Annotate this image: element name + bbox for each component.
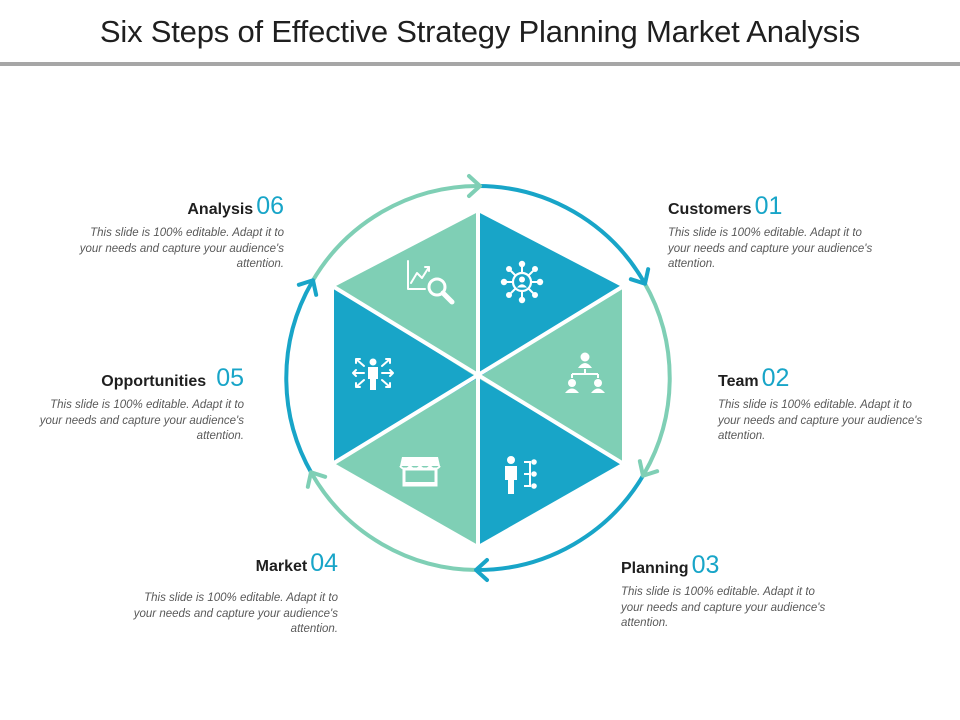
arrow-icon xyxy=(474,558,489,582)
arc-customers xyxy=(477,184,646,284)
network-user-icon xyxy=(500,260,544,304)
step-number: 02 xyxy=(761,364,790,392)
step-description: This slide is 100% editable. Adapt it to… xyxy=(39,399,244,442)
arrow-icon xyxy=(296,278,319,297)
step-number: 06 xyxy=(256,192,284,220)
step-description: This slide is 100% editable. Adapt it to… xyxy=(133,592,338,635)
arrow-icon xyxy=(628,267,651,286)
segment-team xyxy=(478,287,622,463)
arrow-icon xyxy=(467,174,482,198)
step-name: Planning xyxy=(621,560,689,577)
step-description: This slide is 100% editable. Adapt it to… xyxy=(79,227,284,270)
arc-team xyxy=(642,281,672,475)
step-name: Team xyxy=(718,373,759,390)
page-title: Six Steps of Effective Strategy Planning… xyxy=(99,14,861,49)
step-opportunities: Opportunities 05 This slide is 100% edita… xyxy=(29,364,244,445)
chart-search-icon xyxy=(407,260,455,305)
step-name: Market xyxy=(255,558,308,575)
arc-market xyxy=(310,472,479,572)
person-arrows-icon xyxy=(352,358,394,390)
step-number: 05 xyxy=(216,364,244,392)
step-description: This slide is 100% editable. Adapt it to… xyxy=(668,227,873,270)
step-description: This slide is 100% editable. Adapt it to… xyxy=(621,586,826,629)
arc-analysis xyxy=(310,184,479,284)
storefront-icon xyxy=(399,457,441,487)
arc-planning xyxy=(477,472,646,572)
segment-customers xyxy=(478,212,622,378)
segment-planning xyxy=(478,378,622,545)
step-name: Opportunities xyxy=(101,373,207,390)
title-divider xyxy=(0,62,960,66)
org-chart-icon xyxy=(565,352,605,393)
step-number: 04 xyxy=(310,549,338,577)
step-number: 01 xyxy=(754,192,783,220)
person-flow-icon xyxy=(505,456,537,494)
arrow-icon xyxy=(305,470,328,489)
step-name: Analysis xyxy=(187,201,254,218)
arrow-icon xyxy=(637,459,660,478)
step-description: This slide is 100% editable. Adapt it to… xyxy=(718,399,923,442)
segment-opportunities xyxy=(334,287,478,463)
step-name: Customers xyxy=(668,201,752,218)
segment-analysis xyxy=(334,212,478,378)
step-number: 03 xyxy=(691,551,720,579)
arc-opportunities xyxy=(284,281,314,475)
